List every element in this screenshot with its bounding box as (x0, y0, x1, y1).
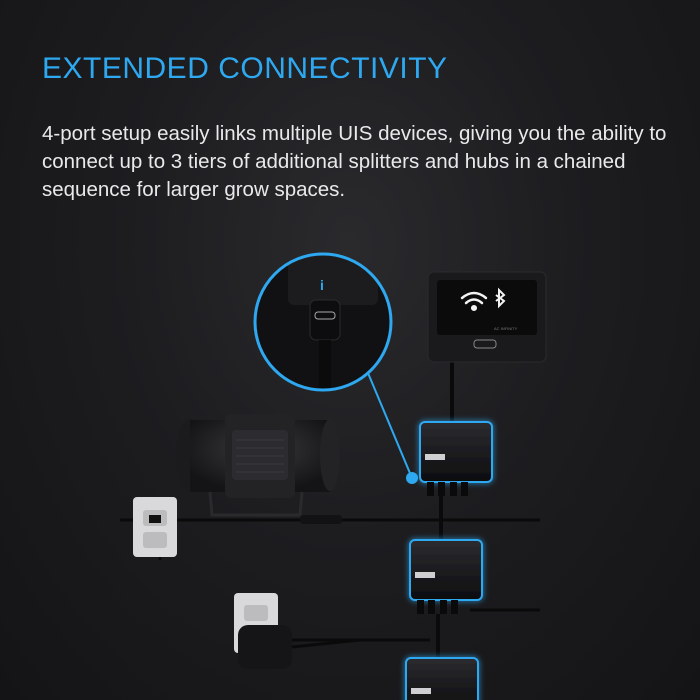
zoom-detail-circle: i (253, 252, 393, 392)
hub-tier-3 (405, 657, 479, 700)
hub-2-ports (417, 600, 458, 614)
power-adapter (238, 625, 361, 669)
bluetooth-icon (495, 287, 506, 309)
inline-fan (176, 414, 342, 524)
info-icon: i (320, 277, 324, 293)
controller-device: AC INFINITY (427, 271, 547, 363)
wifi-icon (460, 291, 488, 312)
controller-brand: AC INFINITY (494, 326, 518, 331)
page-title: EXTENDED CONNECTIVITY (42, 52, 448, 85)
description-text: 4-port setup easily links multiple UIS d… (42, 122, 667, 201)
hub-tier-2 (409, 539, 483, 601)
wall-outlet-top (133, 497, 177, 557)
hub-1-ports (427, 482, 468, 496)
zoom-anchor-dot (406, 472, 418, 484)
hub-tier-1 (419, 421, 493, 483)
zoom-connector-line (367, 372, 413, 479)
